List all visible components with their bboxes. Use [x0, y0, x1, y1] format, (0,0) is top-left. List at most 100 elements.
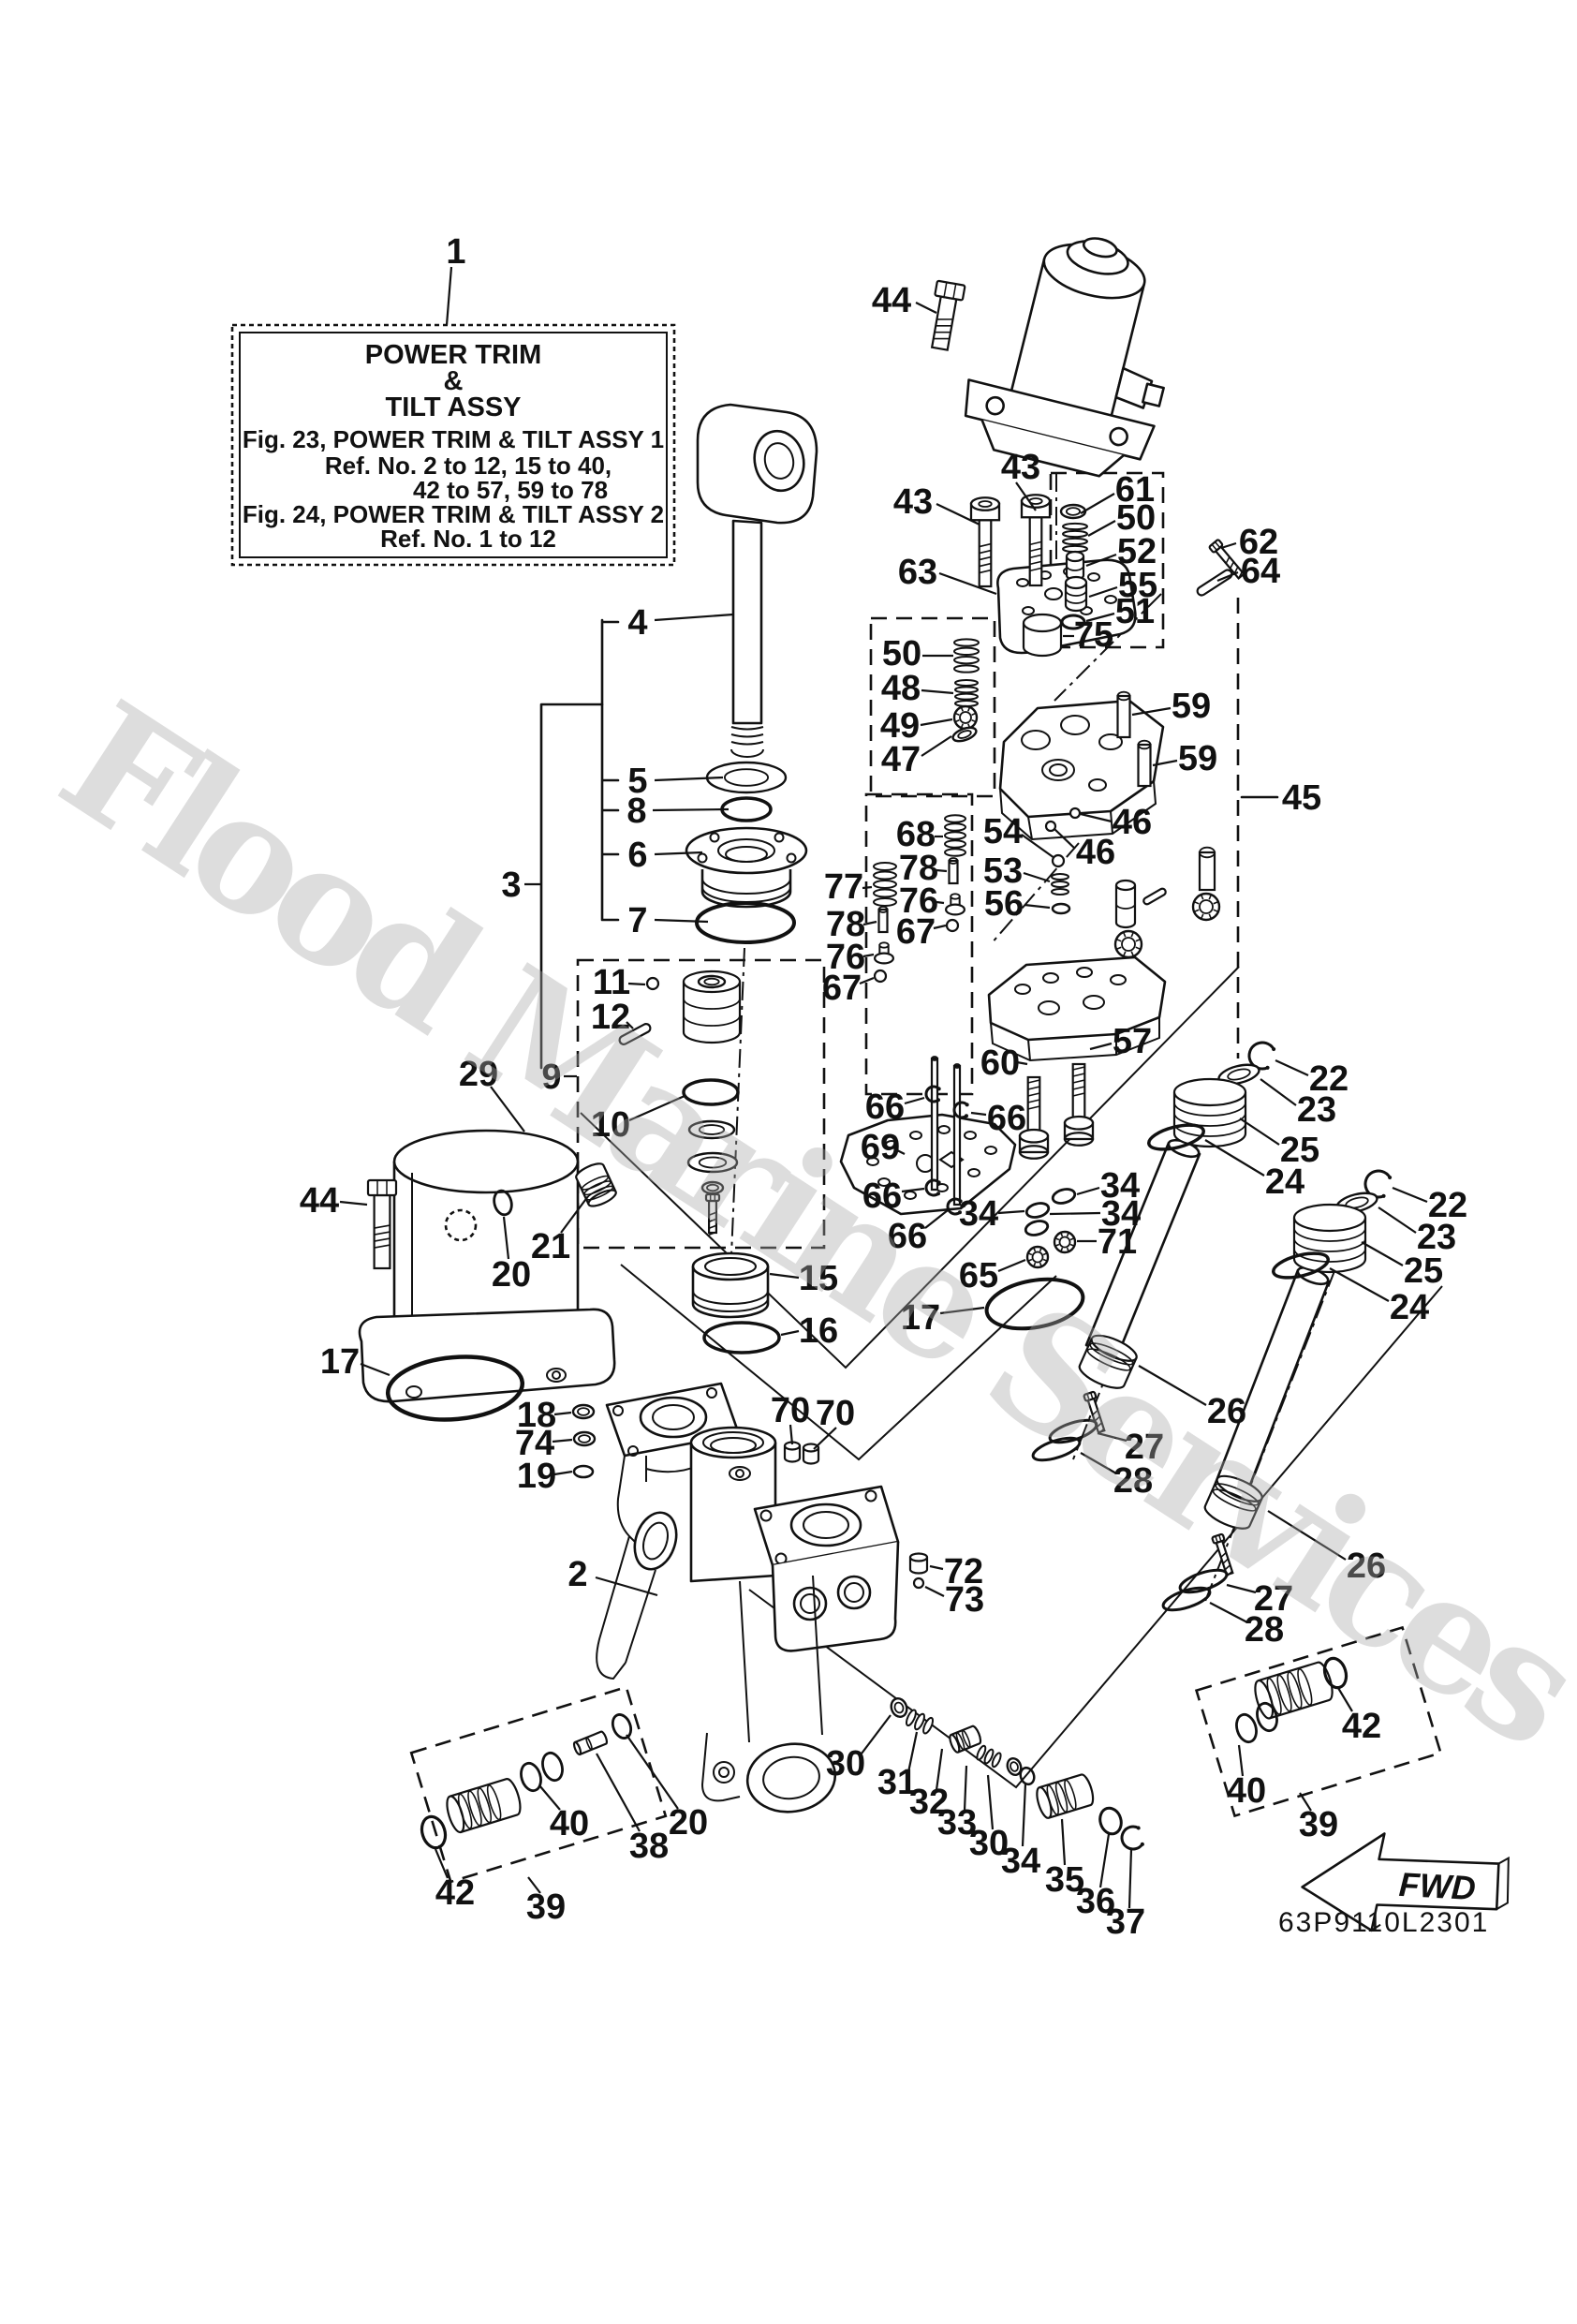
valve-58 [1114, 879, 1137, 929]
plug-40-b [1254, 1661, 1334, 1720]
callout-label-27: 27 [1254, 1579, 1293, 1619]
callout-label-66: 66 [862, 1177, 902, 1216]
oring-34-a [1051, 1188, 1077, 1205]
callout-31: 31 [877, 1731, 919, 1802]
spring-50-box [953, 638, 980, 674]
screw-76-a [944, 893, 965, 916]
group-box-piston-9 [576, 958, 826, 1250]
callout-4: 4 [627, 603, 734, 643]
callout-66: 66 [862, 1177, 925, 1216]
callout-label-72: 72 [944, 1552, 983, 1591]
pin-64 [1196, 569, 1233, 597]
callout-label-22: 22 [1309, 1059, 1349, 1099]
callout-22: 22 [1392, 1186, 1467, 1225]
callout-43: 43 [1001, 448, 1040, 511]
oring-28-b [1161, 1586, 1212, 1612]
callout-66: 66 [888, 1209, 949, 1256]
callout-label-42: 42 [1342, 1707, 1381, 1746]
callout-34: 34 [1076, 1166, 1140, 1206]
nut-58b [1191, 892, 1221, 922]
callout-22: 22 [1275, 1058, 1349, 1099]
callout-43: 43 [893, 482, 980, 525]
fitting-21 [575, 1162, 617, 1207]
callout-34: 34 [1001, 1783, 1040, 1881]
ball-67-a [945, 918, 960, 933]
group-box-springs [869, 616, 996, 798]
callout-38: 38 [596, 1753, 669, 1866]
callout-12: 12 [591, 998, 634, 1037]
callout-28: 28 [1080, 1452, 1153, 1501]
callout-label-46: 46 [1076, 833, 1115, 872]
callout-59: 59 [1152, 739, 1217, 778]
callout-label-45: 45 [1282, 778, 1321, 818]
callout-8: 8 [626, 792, 730, 831]
oring-40-a2 [541, 1751, 564, 1783]
callout-label-7: 7 [627, 901, 647, 940]
ball-54 [1051, 853, 1066, 868]
callout-label-10: 10 [591, 1105, 630, 1145]
callout-15: 15 [769, 1259, 838, 1298]
callout-label-66: 66 [865, 1088, 905, 1127]
callout-label-8: 8 [626, 792, 646, 831]
oring-28-a [1031, 1436, 1082, 1462]
screw-76-b [873, 941, 894, 965]
title-line-2: & [444, 366, 464, 396]
callout-71: 71 [1077, 1222, 1137, 1262]
callout-78: 78 [899, 849, 948, 888]
screw-75 [1022, 613, 1063, 658]
oring-42-b [1322, 1656, 1349, 1690]
callout-label-11: 11 [593, 963, 630, 1002]
callout-65: 65 [959, 1256, 1026, 1295]
oring-42-a [420, 1814, 448, 1850]
pin-38 [572, 1730, 609, 1756]
callout-20: 20 [626, 1734, 708, 1843]
callout-label-21: 21 [531, 1227, 570, 1266]
callout-label-23: 23 [1297, 1090, 1336, 1130]
callout-label-17: 17 [320, 1342, 360, 1382]
callout-74: 74 [515, 1424, 573, 1463]
callout-66: 66 [970, 1099, 1026, 1138]
callout-36: 36 [1076, 1833, 1115, 1921]
pin-58 [1142, 887, 1167, 906]
plug-72 [908, 1552, 929, 1575]
callout-label-46: 46 [1113, 803, 1152, 842]
callout-label-65: 65 [959, 1256, 998, 1295]
pin-78-a [948, 857, 959, 885]
title-ref-23b: 42 to 57, 59 to 78 [413, 476, 608, 504]
callout-label-19: 19 [517, 1457, 556, 1496]
callout-label-34: 34 [959, 1194, 998, 1234]
callout-30: 30 [826, 1714, 892, 1784]
callout-label-54: 54 [983, 812, 1023, 851]
callout-label-43: 43 [893, 482, 933, 522]
callout-24: 24 [1204, 1139, 1304, 1202]
oring-40-b1 [1235, 1712, 1258, 1744]
callout-label-33: 33 [937, 1803, 977, 1843]
callout-39: 39 [526, 1876, 566, 1927]
callout-2: 2 [567, 1555, 658, 1597]
callout-label-30: 30 [969, 1824, 1009, 1863]
callout-46: 46 [1054, 828, 1115, 872]
oring-56 [1051, 902, 1071, 915]
oring-34-c [1024, 1220, 1050, 1236]
ring-10c [700, 1180, 725, 1195]
gear-pump-body [987, 955, 1167, 1062]
callout-label-50: 50 [1116, 498, 1156, 538]
callout-label-51: 51 [1115, 592, 1155, 631]
callout-60: 60 [980, 1044, 1028, 1083]
callout-label-24: 24 [1265, 1162, 1304, 1202]
callout-3: 3 [501, 866, 541, 905]
spring-50-list [1062, 522, 1088, 554]
ball-67-b [873, 969, 888, 984]
oring-40-a1 [520, 1761, 542, 1793]
callout-27: 27 [1226, 1579, 1293, 1619]
callout-73: 73 [924, 1580, 984, 1620]
callout-19: 19 [517, 1457, 573, 1496]
pin-66-b [952, 1063, 962, 1206]
callout-label-20: 20 [492, 1255, 531, 1295]
callout-44: 44 [300, 1181, 368, 1221]
oring-36 [1098, 1806, 1123, 1836]
callout-26: 26 [1267, 1510, 1386, 1586]
callout-label-26: 26 [1347, 1547, 1386, 1586]
callout-76: 76 [826, 938, 875, 977]
callout-32: 32 [909, 1748, 949, 1822]
